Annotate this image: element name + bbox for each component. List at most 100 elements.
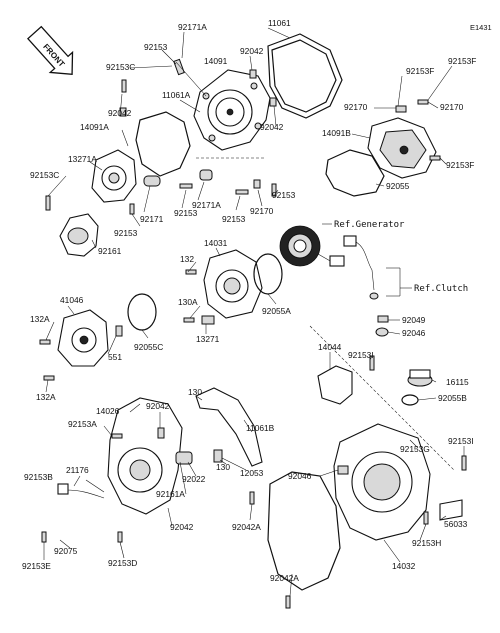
cover-41046 [57,309,109,367]
gasket-92055 [325,149,385,197]
label-92055C: 92055C [134,342,163,352]
label-130-a: 130 [188,387,202,397]
label-92022: 92022 [182,474,206,484]
bush-92022 [175,451,193,465]
label-92153-m1: 92153 [174,208,198,218]
stator-coil [279,225,345,267]
label-92153F-tr: 92153F [448,56,476,66]
diagram-code: E1431 [470,23,492,32]
label-92170-m: 92170 [250,206,274,216]
ref-generator-label: Ref.Generator [334,220,405,230]
leader-lines [43,27,465,597]
label-92153H: 92153H [412,538,441,548]
bolt-130A [183,317,195,323]
label-92153-top: 92153 [144,42,168,52]
label-92042-c: 92042 [260,122,284,132]
label-92161: 92161 [98,246,122,256]
plate-56033 [439,499,463,521]
label-92046-b: 92046 [288,471,312,481]
cover-92161 [59,213,99,257]
label-92153D: 92153D [108,558,137,568]
label-92153-m2: 92153 [114,228,138,238]
label-92042A-b: 92042A [270,573,299,583]
label-92153C-b: 92153C [30,170,59,180]
label-92153I-b: 92153I [448,436,474,446]
label-11061A: 11061A [162,90,191,100]
part-92046-b [337,465,349,475]
label-92042A-a: 92042A [232,522,261,532]
label-14031: 14031 [204,238,228,248]
label-14032: 14032 [392,561,416,571]
label-92049: 92049 [402,315,426,325]
bolt-132A-b [43,375,55,381]
label-11061-top: 11061 [268,18,291,28]
gasket-11061B [267,471,341,591]
cable-21176 [65,489,105,499]
part-labels: 92171A 11061 92153 14091 92042 92153C 11… [22,18,476,583]
label-41046: 41046 [60,295,84,305]
label-130A: 130A [178,297,198,307]
oring-92055B [401,394,419,406]
label-551: 551 [108,352,122,362]
label-14044: 14044 [318,342,342,352]
label-92055: 92055 [386,181,410,191]
label-92042-d: 92042 [146,401,170,411]
label-21176: 21176 [66,465,89,475]
filler-cap-16115 [407,369,433,387]
label-14091: 14091 [204,56,228,66]
oring-92055C [127,293,157,331]
bracket-arm [195,387,263,467]
label-92055A: 92055A [262,306,291,316]
gasket-11061 [267,33,343,119]
bolt-132 [185,269,197,275]
generator-cover-14091 [193,69,271,151]
label-92153F-tl: 92153F [406,66,434,76]
label-132A-b: 132A [36,392,56,402]
label-92153F-b: 92153F [446,160,474,170]
bolt-132A [39,339,51,345]
front-arrow-icon: FRONT [26,25,74,76]
label-11061B: 11061B [246,423,275,433]
label-132-a: 132 [180,254,194,264]
label-13271: 13271 [196,334,220,344]
label-92170-r: 92170 [440,102,464,112]
pickup-sensor [343,235,379,300]
label-14091B: 14091B [322,128,351,138]
cover-14091B [367,117,437,179]
part-92049 [377,315,389,323]
label-92042-b: 92042 [108,108,132,118]
part-92046 [375,327,389,337]
clutch-cover-14032 [333,423,431,541]
cover-14026 [107,397,183,515]
label-92153-m3: 92153 [222,214,246,224]
pin-12053 [213,449,223,463]
label-92171A-top: 92171A [178,22,207,32]
bolt-group-top [45,58,441,215]
label-92153C-a: 92153C [106,62,135,72]
label-92153G: 92153G [400,444,430,454]
clip-13271 [201,315,215,325]
bracket-14044 [317,365,353,405]
label-14026: 14026 [96,406,120,416]
label-92075: 92075 [54,546,78,556]
label-132A-a: 132A [30,314,50,324]
gasket-11061A [135,111,191,177]
label-92153-m4: 92153 [272,190,296,200]
label-92046-r: 92046 [402,328,426,338]
label-92042-top: 92042 [240,46,264,56]
label-92161A: 92161A [156,489,185,499]
label-92042-e: 92042 [170,522,194,532]
label-92153A: 92153A [68,419,97,429]
label-92171: 92171 [140,214,164,224]
label-92170-l: 92170 [344,102,368,112]
label-56033: 56033 [444,519,468,529]
label-92153B: 92153B [24,472,53,482]
label-130-b: 130 [216,462,230,472]
label-13271A: 13271A [68,154,97,164]
cover-14031 [203,249,263,319]
label-92153E: 92153E [22,561,51,571]
pin-551 [115,325,123,337]
label-12053: 12053 [240,468,264,478]
label-16115: 16115 [446,377,469,387]
